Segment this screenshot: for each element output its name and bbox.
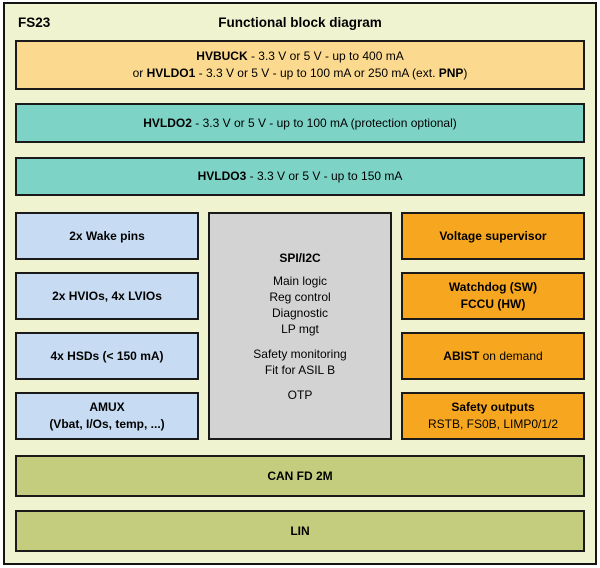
hvbuck-name: HVBUCK [196, 49, 248, 63]
io-column: 2x Wake pins 2x HVIOs, 4x LVIOs 4x HSDs … [15, 212, 199, 440]
lin-label: LIN [290, 523, 310, 538]
hvldo3-spec: - 3.3 V or 5 V - up to 150 mA [246, 169, 403, 183]
hvldo1-name: HVLDO1 [146, 66, 196, 80]
safety-column: Voltage supervisor Watchdog (SW) FCCU (H… [401, 212, 585, 440]
hvldo2-block: HVLDO2 - 3.3 V or 5 V - up to 100 mA (pr… [15, 103, 585, 143]
pnp-label: PNP [438, 66, 464, 80]
core-spi-i2c-label: SPI/I2C [279, 250, 321, 265]
hvldo1-prefix: or [132, 66, 147, 80]
abist-line: ABIST on demand [443, 348, 542, 365]
amux-sources-label: (Vbat, I/Os, temp, ...) [49, 417, 165, 431]
amux-label: AMUX [89, 400, 125, 414]
watchdog-fccu-block: Watchdog (SW) FCCU (HW) [401, 272, 585, 320]
hvldo3-name: HVLDO3 [197, 169, 247, 183]
core-safety-monitoring-label: Safety monitoring [253, 346, 347, 361]
core-diagnostic-label: Diagnostic [271, 305, 329, 320]
fs23-block-diagram-frame: FS23 Functional block diagram HVBUCK - 3… [3, 2, 597, 565]
safety-outputs-pins-label: RSTB, FS0B, LIMP0/1/2 [427, 417, 559, 431]
core-asil-label: Fit for ASIL B [264, 362, 336, 377]
core-otp-label: OTP [287, 387, 313, 402]
chip-name: FS23 [18, 14, 51, 30]
diagram-title: Functional block diagram [218, 14, 382, 30]
hvldo2-spec: - 3.3 V or 5 V - up to 100 mA (protectio… [191, 115, 457, 130]
can-fd-block: CAN FD 2M [15, 455, 585, 497]
voltage-supervisor-block: Voltage supervisor [401, 212, 585, 260]
middle-section: 2x Wake pins 2x HVIOs, 4x LVIOs 4x HSDs … [15, 212, 585, 440]
hvbuck-hvldo1-block: HVBUCK - 3.3 V or 5 V - up to 400 mA or … [15, 40, 585, 90]
fccu-label: FCCU (HW) [460, 297, 526, 311]
wake-pins-block: 2x Wake pins [15, 212, 199, 260]
abist-label: ABIST [443, 348, 480, 363]
hvldo1-line: or HVLDO1 - 3.3 V or 5 V - up to 100 mA … [133, 65, 468, 82]
header: FS23 Functional block diagram [15, 4, 585, 40]
safety-outputs-label: Safety outputs [451, 400, 535, 414]
hvldo3-block: HVLDO3 - 3.3 V or 5 V - up to 150 mA [15, 157, 585, 196]
abist-on-demand-label: on demand [479, 348, 543, 363]
safety-outputs-block: Safety outputs RSTB, FS0B, LIMP0/1/2 [401, 392, 585, 440]
hvbuck-line: HVBUCK - 3.3 V or 5 V - up to 400 mA [196, 48, 403, 65]
hvios-lvios-block: 2x HVIOs, 4x LVIOs [15, 272, 199, 320]
hvios-lvios-label: 2x HVIOs, 4x LVIOs [52, 288, 162, 303]
wake-pins-label: 2x Wake pins [69, 228, 145, 243]
lin-block: LIN [15, 510, 585, 552]
core-block: SPI/I2C Main logic Reg control Diagnosti… [208, 212, 392, 440]
amux-block: AMUX (Vbat, I/Os, temp, ...) [15, 392, 199, 440]
core-reg-control-label: Reg control [269, 289, 331, 304]
hsds-block: 4x HSDs (< 150 mA) [15, 332, 199, 380]
hvldo2-name: HVLDO2 [143, 115, 192, 130]
hsds-label: 4x HSDs (< 150 mA) [50, 348, 164, 363]
can-fd-label: CAN FD 2M [267, 468, 333, 483]
core-main-logic-label: Main logic [272, 273, 328, 288]
hvldo1-close-paren: ) [463, 66, 468, 80]
abist-block: ABIST on demand [401, 332, 585, 380]
hvldo1-spec: - 3.3 V or 5 V - up to 100 mA or 250 mA … [195, 66, 439, 80]
hvldo2-line: HVLDO2 - 3.3 V or 5 V - up to 100 mA (pr… [143, 115, 457, 132]
voltage-supervisor-label: Voltage supervisor [439, 228, 547, 243]
hvldo3-line: HVLDO3 - 3.3 V or 5 V - up to 150 mA [198, 168, 403, 185]
hvbuck-spec: - 3.3 V or 5 V - up to 400 mA [247, 49, 404, 63]
watchdog-label: Watchdog (SW) [448, 280, 538, 294]
core-lp-mgt-label: LP mgt [281, 321, 319, 336]
